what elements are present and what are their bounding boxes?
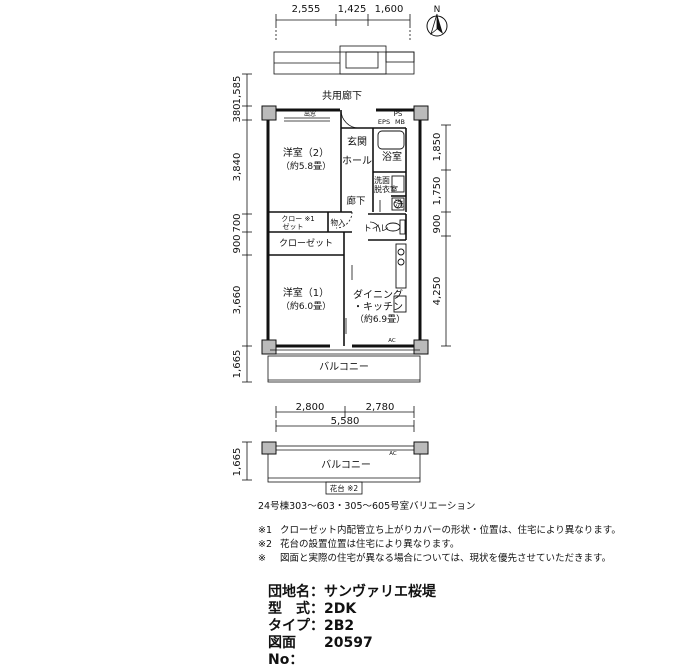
note-item: ※1 クローゼット内配管立ち上がりカバーの形状・位置は、住宅により異なります。 bbox=[258, 524, 688, 538]
ps-label: PS bbox=[394, 110, 403, 118]
toilet-label: トイレ bbox=[363, 224, 389, 234]
property-info: 団地名： サンヴァリエ桜堤 型 式： 2DK タイプ： 2B2 図面No： 20… bbox=[268, 584, 436, 669]
info-row-drawing-no: 図面No： 20597 bbox=[268, 635, 436, 669]
info-row-model: 型 式： 2DK bbox=[268, 601, 436, 618]
note-text: 花台の設置位置は住宅により異なります。 bbox=[280, 539, 460, 550]
notes-section: 24号棟303〜603・305〜605号室バリエーション ※1 クローゼット内配… bbox=[258, 500, 688, 566]
washer-label: 洗 bbox=[394, 198, 403, 210]
dk-size: （約6.9畳） bbox=[355, 313, 405, 325]
western2-size: （約5.8畳） bbox=[281, 160, 331, 172]
dim-left-6: 3,660 bbox=[232, 286, 243, 315]
genkan-label: 玄関 bbox=[347, 135, 367, 148]
dim-left-2: 380 bbox=[232, 103, 243, 122]
floor-plan-drawing: 2,555 1,425 1,600 1,585 380 3,840 700 90… bbox=[232, 4, 451, 495]
storage-label: 物入 bbox=[331, 217, 346, 227]
info-label: 図面No： bbox=[268, 635, 304, 668]
note-item: ※2 花台の設置位置は住宅により異なります。 bbox=[258, 538, 688, 552]
dim-right-3: 900 bbox=[432, 214, 443, 233]
dim-bottom-1: 2,800 bbox=[296, 402, 325, 413]
note-text: クローゼット内配管立ち上がりカバーの形状・位置は、住宅により異なります。 bbox=[280, 525, 621, 536]
eps-label: EPS bbox=[378, 118, 390, 126]
top-window-label: 出窓 bbox=[304, 110, 316, 118]
dim-left-7: 1,665 bbox=[232, 350, 243, 379]
dim-left-4: 700 bbox=[232, 213, 243, 232]
note-text: 図面と実際の住宅が異なる場合については、現状を優先させていただきます。 bbox=[280, 553, 612, 564]
note-item: ※ 図面と実際の住宅が異なる場合については、現状を優先させていただきます。 bbox=[258, 552, 688, 566]
compass-label: N bbox=[434, 5, 441, 15]
bath-label: 浴室 bbox=[382, 150, 402, 163]
info-label: 団地名： bbox=[268, 584, 324, 600]
note-mark: ※ bbox=[258, 553, 266, 564]
dim-right-2: 1,750 bbox=[432, 177, 443, 206]
wash-label-1: 洗面 bbox=[374, 175, 390, 185]
dim-top-1: 2,555 bbox=[292, 4, 321, 15]
mb-label: MB bbox=[395, 118, 405, 126]
dim-lower-left: 1,665 bbox=[232, 448, 243, 477]
dim-top-2: 1,425 bbox=[338, 4, 367, 15]
wash-label-2: 脱衣室 bbox=[374, 184, 398, 194]
dim-bottom-2: 2,780 bbox=[366, 402, 395, 413]
info-value: サンヴァリエ桜堤 bbox=[324, 584, 436, 600]
info-label: 型 式： bbox=[268, 601, 324, 617]
ac-mark-1: AC bbox=[388, 338, 396, 344]
dim-right-1: 1,850 bbox=[432, 133, 443, 162]
info-value: 20597 bbox=[324, 635, 373, 651]
dim-top-3: 1,600 bbox=[375, 4, 404, 15]
ac-mark-2: AC bbox=[389, 451, 397, 457]
planter-label: 花台 ※2 bbox=[330, 483, 359, 493]
closet-label: クローゼット bbox=[279, 237, 333, 249]
info-value: 2B2 bbox=[324, 618, 355, 634]
dim-left-5: 900 bbox=[232, 234, 243, 253]
dim-bottom-total: 5,580 bbox=[331, 416, 360, 427]
dk-name-2: ・キッチン bbox=[353, 301, 403, 313]
closet-small-label-2: ゼット bbox=[283, 222, 304, 231]
hall-label: ホール bbox=[342, 155, 372, 167]
dk-name-1: ダイニング bbox=[353, 288, 403, 301]
dim-left-1: 1,585 bbox=[232, 76, 243, 105]
western1-size: （約6.0畳） bbox=[281, 300, 331, 312]
corridor-label: 共用廊下 bbox=[322, 89, 362, 102]
info-row-type: タイプ： 2B2 bbox=[268, 618, 436, 635]
hallway-label: 廊下 bbox=[346, 195, 365, 207]
western1-name: 洋室（1） bbox=[283, 286, 329, 299]
balcony-lower-label: バルコニー bbox=[321, 459, 371, 471]
info-label: タイプ： bbox=[268, 618, 324, 634]
note-mark: ※2 bbox=[258, 539, 273, 550]
info-row-complex: 団地名： サンヴァリエ桜堤 bbox=[268, 584, 436, 601]
dim-left-3: 3,840 bbox=[232, 153, 243, 182]
dim-right-4: 4,250 bbox=[432, 277, 443, 306]
north-compass-icon bbox=[426, 13, 448, 37]
western2-name: 洋室（2） bbox=[283, 146, 329, 159]
closet-small-label-1: クロー ※1 bbox=[281, 215, 315, 223]
variation-caption: 24号棟303〜603・305〜605号室バリエーション bbox=[258, 501, 476, 512]
balcony-label: バルコニー bbox=[319, 361, 369, 373]
info-value: 2DK bbox=[324, 601, 357, 617]
note-mark: ※1 bbox=[258, 525, 273, 536]
